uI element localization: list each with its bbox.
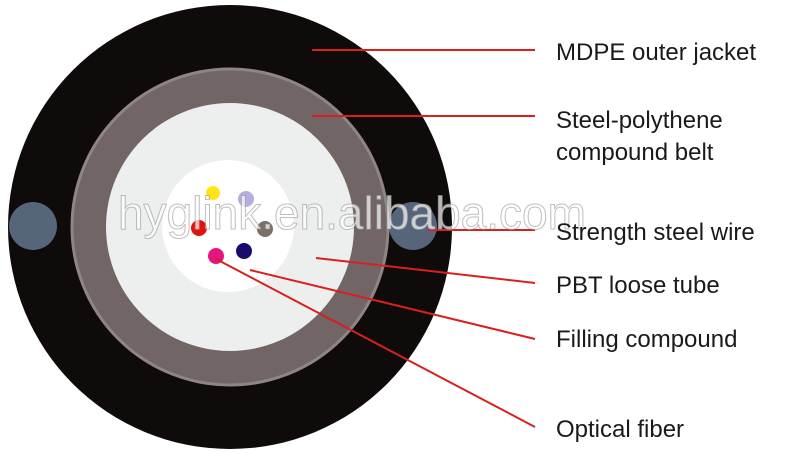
- strength-wire-left: [9, 202, 57, 250]
- filling-compound-area: [162, 160, 294, 292]
- jacket-label: MDPE outer jacket: [556, 39, 757, 66]
- filling-leader-line: [249, 269, 536, 340]
- strength-wire-right: [389, 202, 437, 250]
- fiber-label: Optical fiber: [556, 416, 685, 443]
- filling-label: Filling compound: [556, 326, 738, 353]
- watermark-text: hyglink.en.alibaba.com: [118, 187, 586, 239]
- belt-label-line-2: compound belt: [556, 139, 714, 166]
- yellow-fiber: [204, 184, 222, 202]
- grey-fiber: [257, 221, 273, 237]
- tube-label: PBT loose tube: [556, 272, 720, 299]
- strength-wire-label: Strength steel wire: [556, 219, 755, 246]
- fiber-leader-line: [215, 258, 536, 428]
- navy-fiber: [236, 243, 252, 259]
- tube-leader-line: [315, 257, 536, 284]
- red-fiber: [191, 220, 207, 236]
- belt-label-line-1: Steel-polythene: [556, 107, 723, 134]
- lavender-fiber: [238, 191, 254, 207]
